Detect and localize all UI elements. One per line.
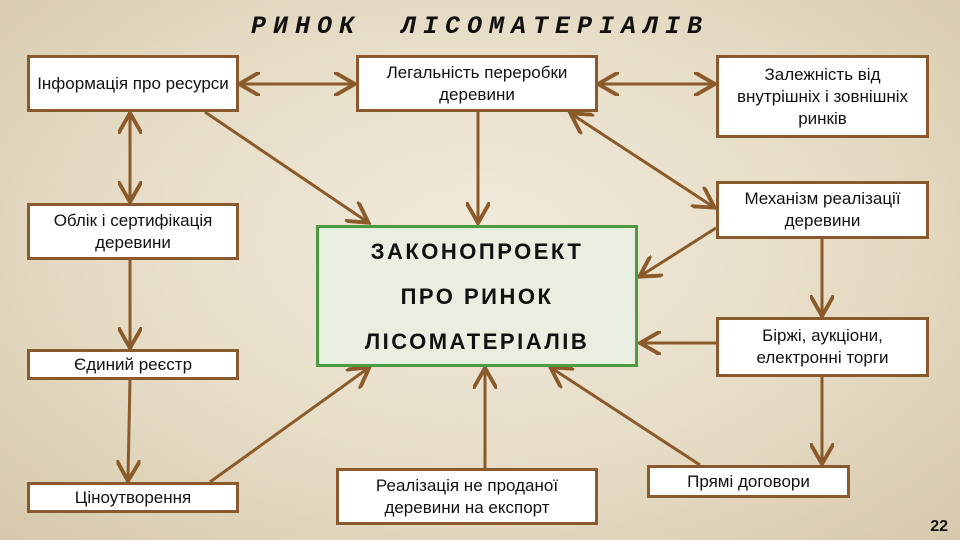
arrow-mechanism-legal — [573, 115, 712, 206]
arrow-pricing-center — [209, 369, 367, 484]
center-line-3: ЛІСОМАТЕРІАЛІВ — [364, 328, 590, 354]
center-line-1: ЗАКОНОПРОЕКТ — [370, 238, 584, 264]
page-number: 22 — [930, 518, 948, 535]
arrow-contracts-center — [553, 369, 701, 467]
slide-title: РИНОК ЛІСОМАТЕРІАЛІВ — [250, 12, 710, 41]
arrow-info-center — [204, 110, 366, 221]
arrow-registry-pricing — [128, 379, 130, 478]
box-mechanism: Механізм реалізації деревини — [716, 181, 929, 239]
box-contracts: Прямі договори — [647, 465, 850, 498]
central-box: ЗАКОНОПРОЕКТ ПРО РИНОК ЛІСОМАТЕРІАЛІВ — [316, 225, 638, 367]
box-export: Реалізація не проданої деревини на експо… — [336, 468, 598, 525]
box-registry: Єдиний реєстр — [27, 349, 239, 380]
box-accounting: Облік і сертифікація деревини — [27, 203, 239, 260]
center-line-2: ПРО РИНОК — [400, 283, 554, 309]
box-pricing: Ціноутворення — [27, 482, 239, 513]
box-legal: Легальність переробки деревини — [356, 55, 598, 112]
box-dependence: Залежність від внутрішніх і зовнішніх ри… — [716, 55, 929, 138]
arrow-mechanism-center — [642, 226, 717, 275]
box-exchanges: Біржі, аукціони, електронні торги — [716, 317, 929, 377]
box-info: Інформація про ресурси — [27, 55, 239, 112]
